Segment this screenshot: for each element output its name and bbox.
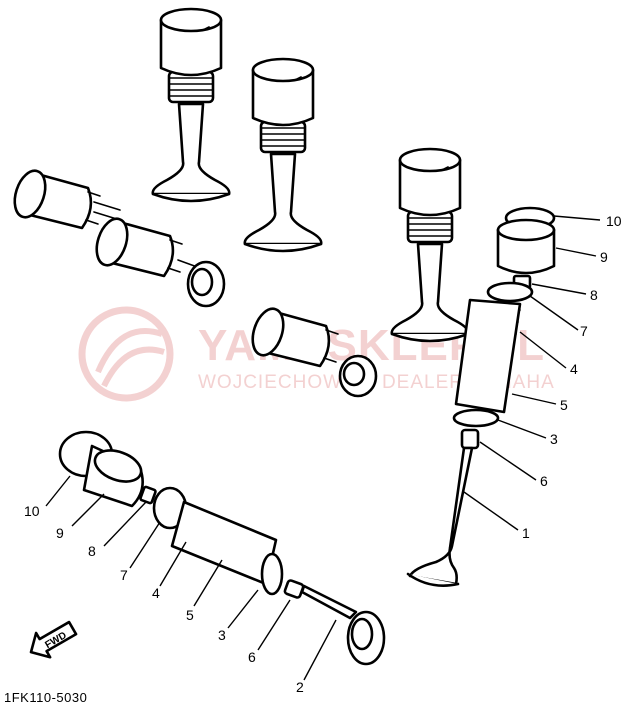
callouts-left: 10 9 8 7 4 5 3 6 2 bbox=[24, 503, 304, 695]
valve-head-center bbox=[338, 354, 378, 398]
callout-left-outer-spring: 4 bbox=[152, 585, 160, 601]
callout-right-cotter: 8 bbox=[590, 287, 598, 303]
figure-code: 1FK110-5030 bbox=[4, 690, 87, 705]
callout-right-shim: 10 bbox=[606, 213, 622, 229]
callout-left-valve: 2 bbox=[296, 679, 304, 695]
leader-lines-left bbox=[45, 475, 337, 681]
callout-left-tappet: 9 bbox=[56, 525, 64, 541]
left-exploded-valve bbox=[58, 430, 386, 666]
callout-right-spring-seat: 3 bbox=[550, 431, 558, 447]
callout-left-inner-spring: 5 bbox=[186, 607, 194, 623]
watermark-logo-icon bbox=[78, 306, 174, 402]
valve-assembly-top-middle bbox=[243, 57, 323, 253]
callout-right-valve-seal: 6 bbox=[540, 473, 548, 489]
right-exploded-valve bbox=[406, 206, 556, 587]
callout-left-spring-seat: 3 bbox=[218, 627, 226, 643]
callout-right-tappet: 9 bbox=[600, 249, 608, 265]
callouts-right: 10 9 8 7 4 5 3 6 1 bbox=[522, 213, 622, 541]
valve-head-left bbox=[186, 260, 226, 308]
callout-right-retainer: 7 bbox=[580, 323, 588, 339]
callout-left-retainer: 7 bbox=[120, 567, 128, 583]
callout-right-inner-spring: 5 bbox=[560, 397, 568, 413]
callout-left-cotter: 8 bbox=[88, 543, 96, 559]
lying-tappet-left-2 bbox=[89, 213, 201, 278]
lying-tappet-left-1 bbox=[7, 165, 121, 230]
callout-right-valve: 1 bbox=[522, 525, 530, 541]
callout-right-outer-spring: 4 bbox=[570, 361, 578, 377]
leader-lines-right bbox=[463, 215, 601, 531]
callout-left-shim: 10 bbox=[24, 503, 40, 519]
valve-assembly-top-left bbox=[151, 7, 231, 203]
callout-left-valve-seal: 6 bbox=[248, 649, 256, 665]
front-arrow-icon: FWD bbox=[29, 620, 78, 659]
valve-assembly-middle-right bbox=[390, 147, 470, 343]
